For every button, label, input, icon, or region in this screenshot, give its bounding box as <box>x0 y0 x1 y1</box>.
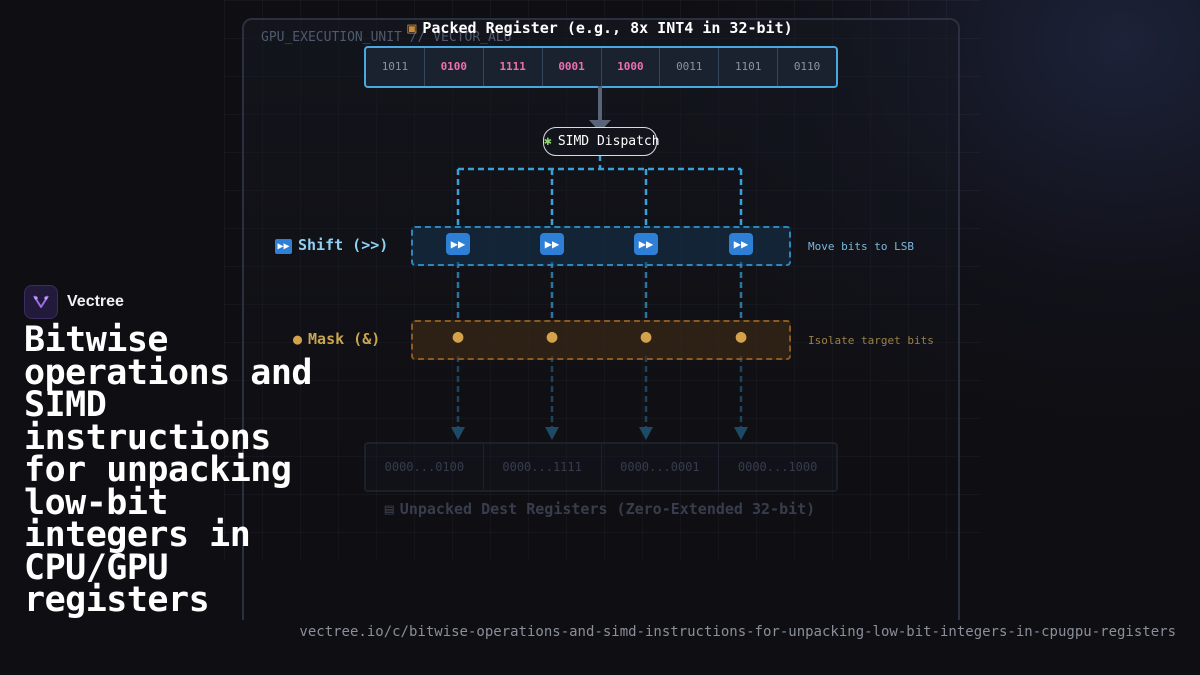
packed-cell: 1101 <box>719 48 779 86</box>
simd-dispatch-label: SIMD Dispatch <box>557 134 660 149</box>
mask-stage-band <box>411 320 791 360</box>
dest-register-title: ▤ Unpacked Dest Registers (Zero-Extended … <box>370 500 830 518</box>
shift-stage-band <box>411 226 791 266</box>
dest-cell: 0000...0100 <box>366 444 484 490</box>
page-title: Bitwise operations and SIMD instructions… <box>24 320 313 620</box>
packed-cell: 0110 <box>793 60 821 73</box>
packed-cell: 0011 <box>660 48 720 86</box>
shift-stage-text: Shift (>>) <box>298 236 389 254</box>
package-icon: ▣ <box>407 19 417 37</box>
dest-cell: 0000...0001 <box>602 444 720 490</box>
mask-stage-label: ● Mask (&) <box>293 330 380 348</box>
fast-forward-icon: ▶▶ <box>634 233 658 255</box>
packed-cell: 0001 <box>543 48 602 86</box>
satellite-dish-icon: ✱ <box>544 134 552 149</box>
brand-name: Vectree <box>67 293 124 310</box>
packed-register: 1011 0100 1111 0001 1000 0011 1101 0110 <box>364 46 838 88</box>
fast-forward-icon: ▶▶ <box>446 233 470 255</box>
shift-stage-label: ▶▶ Shift (>>) <box>275 236 388 254</box>
theater-masks-icon: ● <box>452 326 464 347</box>
simd-dispatch-node: ✱ SIMD Dispatch <box>543 127 660 156</box>
packed-register-title-text: Packed Register (e.g., 8x INT4 in 32-bit… <box>422 19 793 37</box>
theater-masks-icon: ● <box>546 326 558 347</box>
logo-mark <box>33 295 49 308</box>
mask-stage-note: Isolate target bits <box>808 334 934 347</box>
fast-forward-icon: ▶▶ <box>729 233 753 255</box>
dispatch-arrow-stem <box>598 86 602 122</box>
dest-register-title-text: Unpacked Dest Registers (Zero-Extended 3… <box>399 500 816 518</box>
brand: Vectree <box>24 285 124 319</box>
frame-label: GPU_EXECUTION_UNIT // VECTOR_ALU <box>261 30 512 45</box>
page-url[interactable]: vectree.io/c/bitwise-operations-and-simd… <box>299 624 1176 640</box>
packed-cell: 0100 <box>425 48 484 86</box>
fast-forward-icon: ▶▶ <box>540 233 564 255</box>
theater-masks-icon: ● <box>640 326 652 347</box>
lock-icon: ▤ <box>384 500 394 518</box>
packed-cell: 1011 <box>366 48 425 86</box>
mask-stage-text: Mask (&) <box>308 330 381 348</box>
dest-cell: 0000...1111 <box>484 444 602 490</box>
packed-cell: 1000 <box>602 48 661 86</box>
vectree-logo-icon <box>24 285 58 319</box>
packed-cell: 1111 <box>484 48 543 86</box>
packed-register-title: ▣ Packed Register (e.g., 8x INT4 in 32-bi… <box>400 19 800 37</box>
dest-register: 0000...0100 0000...1111 0000...0001 0000… <box>364 442 838 492</box>
fast-forward-icon: ▶▶ <box>275 239 292 254</box>
shift-stage-note: Move bits to LSB <box>808 240 914 253</box>
theater-masks-icon: ● <box>293 330 303 348</box>
dest-cell: 0000...1000 <box>737 460 818 474</box>
theater-masks-icon: ● <box>735 326 747 347</box>
